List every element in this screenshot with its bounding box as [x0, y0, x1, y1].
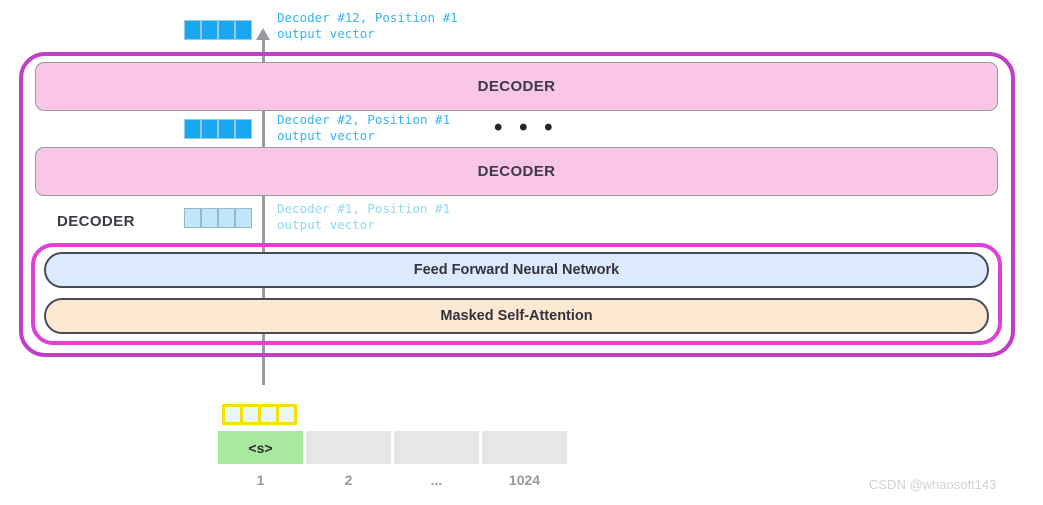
vector-cell — [218, 20, 235, 40]
stack-ellipsis: • • • — [494, 114, 558, 141]
annotation-line-1: Decoder #12, Position #1 — [277, 10, 458, 25]
masked-self-attention-layer: Masked Self-Attention — [44, 298, 989, 334]
vector-cell — [184, 208, 201, 228]
token-slot-4 — [482, 431, 567, 464]
watermark: CSDN @whaosoft143 — [869, 477, 997, 492]
embedding-cell — [261, 407, 276, 422]
decoder-block-top: DECODER — [35, 62, 998, 111]
position-index-2: 2 — [344, 472, 353, 488]
annotation-line-2: output vector — [277, 26, 375, 41]
token-slot-1: <s> — [218, 431, 303, 464]
annotation-line-2: output vector — [277, 217, 375, 232]
vector-cell — [235, 208, 252, 228]
embedding-cell — [243, 407, 258, 422]
position-index-row: 1 2 ... 1024 — [218, 472, 567, 488]
output-vector-decoder-12 — [184, 20, 252, 40]
position-index-4: 1024 — [508, 472, 541, 488]
decoder-block-middle: DECODER — [35, 147, 998, 196]
token-slot-2 — [306, 431, 391, 464]
annotation-line-1: Decoder #2, Position #1 — [277, 112, 451, 127]
input-embedding-box — [222, 404, 297, 425]
arrow-shaft — [262, 38, 265, 385]
vector-cell — [218, 208, 235, 228]
output-vector-decoder-1 — [184, 208, 252, 228]
vector-cell — [184, 20, 201, 40]
position-index-3: ... — [430, 472, 443, 488]
vector-cell — [184, 119, 201, 139]
vector-cell — [201, 20, 218, 40]
vector-cell — [235, 20, 252, 40]
decoder-1-label: DECODER — [57, 213, 135, 230]
annotation-line-2: output vector — [277, 128, 375, 143]
position-index-1: 1 — [256, 472, 265, 488]
annotation-decoder-1: Decoder #1, Position #1 output vector — [277, 201, 450, 233]
annotation-decoder-2: Decoder #2, Position #1 output vector — [277, 112, 450, 144]
annotation-decoder-12: Decoder #12, Position #1 output vector — [277, 10, 458, 42]
vector-cell — [201, 208, 218, 228]
embedding-cell — [279, 407, 294, 422]
embedding-cell — [225, 407, 240, 422]
feed-forward-layer: Feed Forward Neural Network — [44, 252, 989, 288]
token-slot-3 — [394, 431, 479, 464]
annotation-line-1: Decoder #1, Position #1 — [277, 201, 451, 216]
token-slot-row: <s> — [218, 431, 567, 464]
vector-cell — [235, 119, 252, 139]
vector-cell — [201, 119, 218, 139]
decoder-1-frame — [31, 243, 1002, 345]
vector-cell — [218, 119, 235, 139]
up-arrow-icon — [256, 28, 270, 40]
output-vector-decoder-2 — [184, 119, 252, 139]
gpt2-stack-frame — [19, 52, 1015, 357]
